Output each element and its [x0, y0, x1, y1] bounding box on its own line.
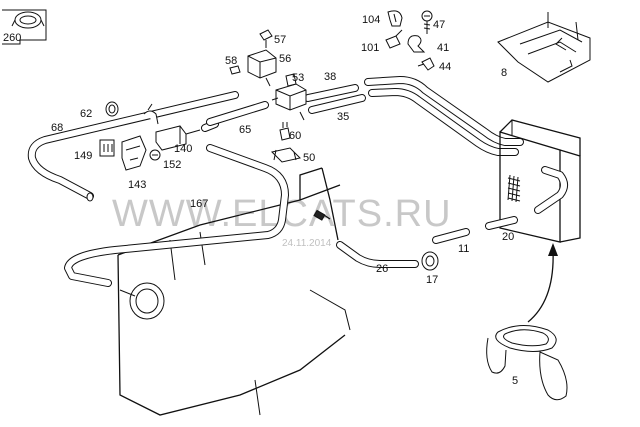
label-38: 38 [324, 71, 336, 83]
arrow-5 [527, 243, 558, 323]
label-60: 60 [289, 130, 301, 142]
duct-5 [486, 325, 568, 401]
hose-167 [64, 144, 289, 287]
label-50: 50 [303, 152, 315, 164]
connector-60 [279, 122, 291, 141]
engine-block [117, 167, 351, 416]
label-47: 47 [433, 19, 445, 31]
connector-149 [99, 139, 115, 157]
label-11: 11 [458, 243, 469, 255]
label-20: 20 [502, 231, 514, 243]
label-152: 152 [163, 159, 181, 171]
label-5: 5 [512, 375, 518, 387]
hose-68 [27, 91, 239, 202]
label-68: 68 [51, 122, 63, 134]
label-140: 140 [174, 143, 192, 155]
clip-44 [417, 57, 435, 71]
valve-53 [271, 73, 307, 121]
label-62: 62 [80, 108, 92, 120]
plug-58 [229, 65, 241, 75]
label-104: 104 [362, 14, 380, 26]
heater-core-fins [507, 174, 521, 203]
clip-101 [385, 29, 403, 49]
screw-152 [149, 149, 161, 161]
hose-11 [432, 228, 470, 244]
label-65: 65 [239, 124, 251, 136]
watermark-date: 24.11.2014 [282, 238, 332, 249]
label-149: 149 [74, 150, 92, 162]
heater-core [499, 119, 581, 243]
hose-65 [201, 101, 269, 132]
heater-pipes [364, 76, 524, 156]
bracket-50 [271, 147, 301, 163]
connector-57 [259, 29, 273, 48]
bracket-143 [121, 135, 147, 171]
label-167: 167 [190, 198, 208, 210]
clip-104 [387, 10, 403, 27]
screw-47 [421, 10, 433, 34]
label-56: 56 [279, 53, 291, 65]
label-58: 58 [225, 55, 237, 67]
label-260: 260 [3, 32, 21, 44]
label-41: 41 [437, 42, 449, 54]
clamp-41 [407, 35, 426, 53]
label-101: 101 [361, 42, 379, 54]
label-17: 17 [426, 274, 438, 286]
bracket-8 [497, 12, 591, 83]
hose-35 [308, 94, 366, 114]
label-44: 44 [439, 61, 451, 73]
hose-20 [485, 216, 518, 230]
clamp-260 [2, 9, 47, 45]
label-8: 8 [501, 67, 507, 79]
grommet-62 [105, 101, 119, 117]
label-35: 35 [337, 111, 349, 123]
valve-140 [143, 103, 201, 151]
label-53: 53 [292, 72, 304, 84]
hose-26 [336, 241, 419, 268]
grommet-17 [421, 251, 439, 271]
label-57: 57 [274, 34, 286, 46]
valve-56 [247, 49, 277, 87]
label-26: 26 [376, 263, 388, 275]
hose-38 [304, 84, 359, 102]
label-143: 143 [128, 179, 146, 191]
